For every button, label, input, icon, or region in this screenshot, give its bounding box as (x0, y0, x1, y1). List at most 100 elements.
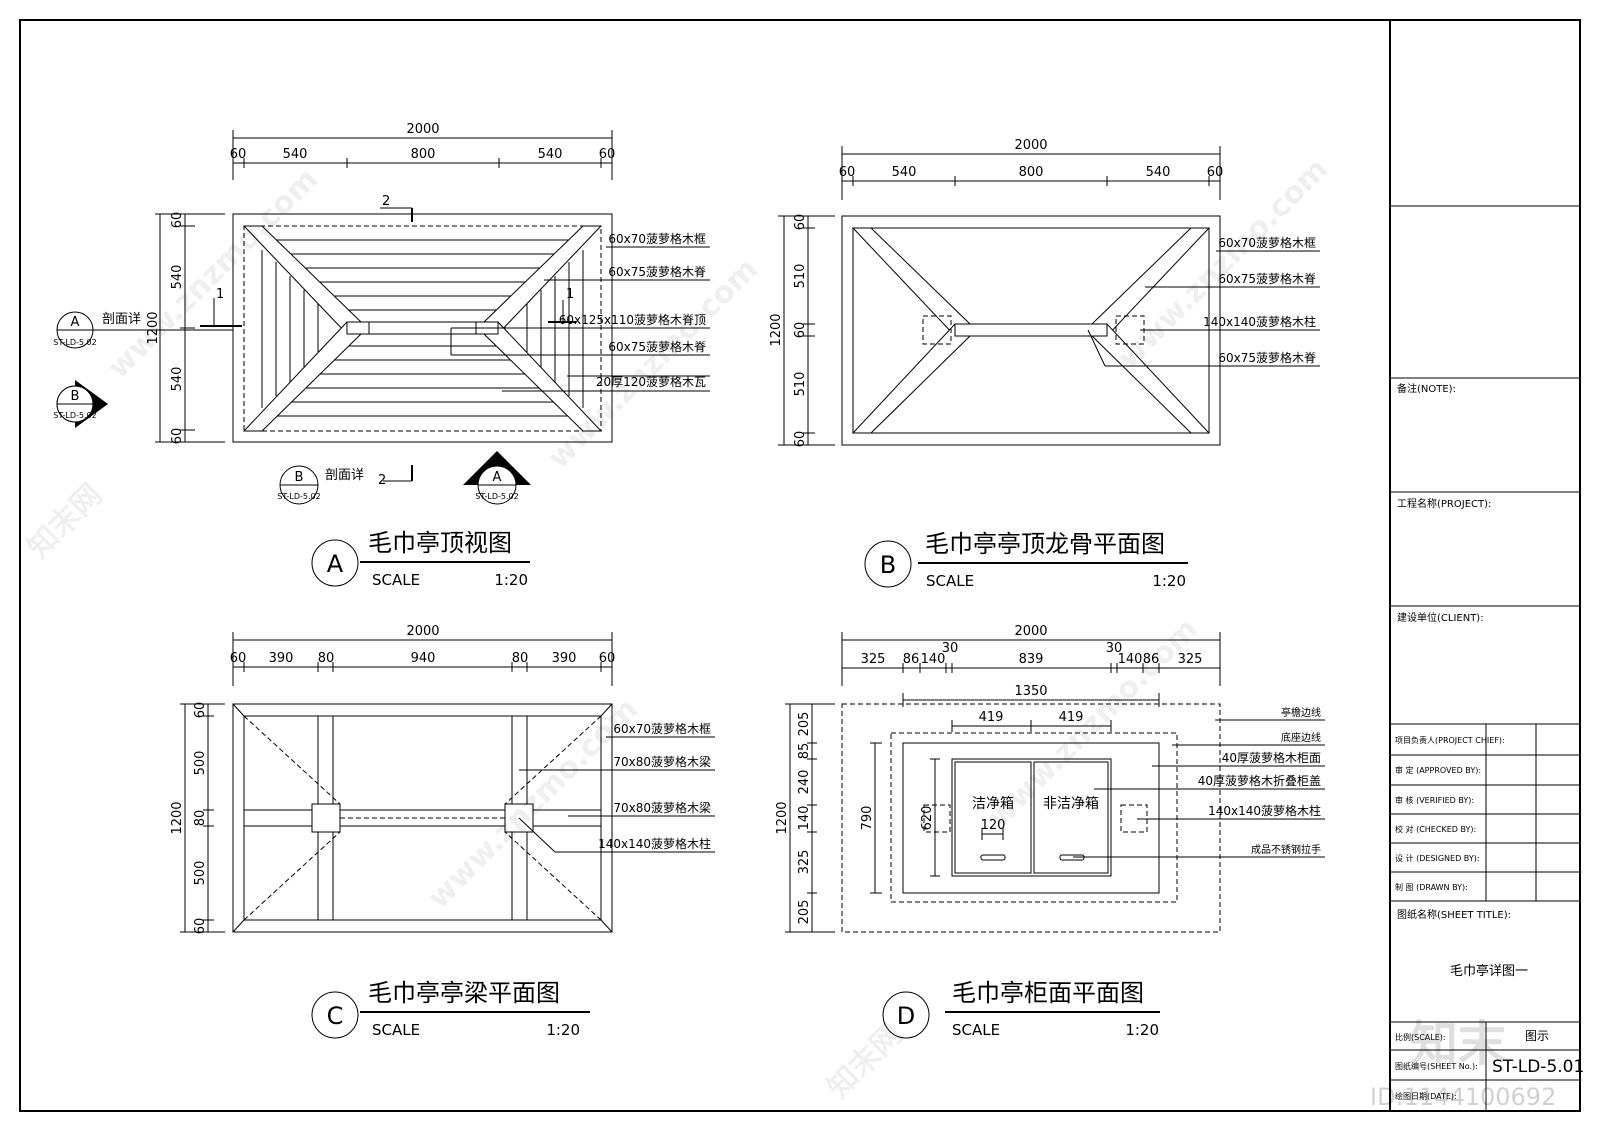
b-leaders (1087, 250, 1320, 367)
a-ref-a2-code: ST-LD-5.02 (475, 492, 518, 501)
c-label-2: 70x80菠萝格木梁 (613, 800, 711, 815)
c-top-total: 2000 (406, 624, 439, 639)
b-top-dim-3: 540 (1146, 165, 1171, 180)
tb-date-label: 绘图日期(DATE): (1395, 1091, 1457, 1101)
a-title: 毛巾亭顶视图 (368, 529, 512, 557)
d-label-5: 成品不锈钢拉手 (1251, 843, 1321, 856)
watermark-site-2: www.znzmo.com (541, 252, 765, 476)
tb-row-3: 校 对 (CHECKED BY): (1395, 824, 1476, 834)
c-label-0: 60x70菠萝格木框 (613, 721, 711, 736)
a-ref-a2-letter: A (493, 470, 502, 485)
b-label-3: 60x75菠萝格木脊 (1218, 350, 1316, 365)
d-top-dim-1: 86 (903, 652, 920, 667)
d-left-dim-2: 240 (797, 770, 812, 795)
a-ref-b-code: ST-LD-5.02 (53, 411, 96, 420)
d-label-0: 亭檐边线 (1281, 706, 1321, 719)
b-scale-value: 1:20 (1152, 572, 1186, 590)
c-top-dim-3: 940 (411, 651, 436, 666)
b-top-total: 2000 (1014, 138, 1047, 153)
d-left-dim-0: 205 (797, 712, 812, 737)
drawing-d: 2000 325 86 140 30 839 30 140 86 325 135… (775, 624, 1325, 1039)
d-left-dim-3: 140 (797, 806, 812, 831)
a-top-dim-0: 60 (230, 147, 247, 162)
d-marker-circle (882, 991, 930, 1039)
b-left-total: 1200 (769, 313, 784, 346)
d-post-left (923, 804, 951, 833)
tb-scale-label: 比例(SCALE): (1395, 1032, 1446, 1042)
a-ref-b-letter: B (71, 389, 80, 404)
d-inner-dim-1: 419 (1059, 710, 1084, 725)
d-inner-left2: 620 (920, 806, 935, 831)
d-left-dim-4: 325 (797, 850, 812, 875)
a-label-0: 60x70菠萝格木框 (608, 231, 706, 246)
c-top-dim-5: 390 (552, 651, 577, 666)
tb-row-5: 制 图 (DRAWN BY): (1395, 882, 1468, 892)
d-label-4: 140x140菠萝格木柱 (1208, 803, 1321, 818)
tb-project: 工程名称(PROJECT): (1397, 497, 1491, 510)
a-ref-a-code: ST-LD-5.02 (53, 338, 96, 347)
c-post-left (311, 803, 341, 833)
c-top-dim-1: 390 (269, 651, 294, 666)
watermark-site-3: www.znzmo.com (1111, 152, 1335, 376)
b-left-dim-2: 60 (793, 322, 808, 339)
d-scale-value: 1:20 (1125, 1021, 1159, 1039)
watermark-site-4: www.znzmo.com (421, 692, 645, 916)
d-handle-left (980, 854, 1006, 861)
b-left-dim-3: 510 (793, 372, 808, 397)
watermark-logo: 知末 (1410, 1016, 1506, 1072)
a-sec2-top: 2 (382, 194, 390, 209)
a-detail-text-1: 剖面详 (102, 312, 141, 327)
d-top-total: 2000 (1014, 624, 1047, 639)
d-scale-label: SCALE (952, 1021, 1000, 1039)
a-scale-label: SCALE (372, 571, 420, 589)
b-label-2: 140x140菠萝格木柱 (1203, 314, 1316, 329)
tb-sheet-title: 毛巾亭详图一 (1450, 963, 1528, 979)
c-top-dim-0: 60 (230, 651, 247, 666)
a-left-dim-4: 60 (170, 428, 185, 445)
d-top-dim-5: 30 (1106, 641, 1123, 656)
c-left-dim-1: 500 (193, 751, 208, 776)
b-label-0: 60x70菠萝格木框 (1218, 235, 1316, 250)
drawing-c: 2000 60 390 80 940 80 390 60 1200 60 500… (170, 624, 715, 1039)
watermark-id: ID:1144100692 (1370, 1083, 1556, 1111)
tb-row-4: 设 计 (DESIGNED BY): (1395, 853, 1480, 863)
b-top-dim-0: 60 (839, 165, 856, 180)
b-left-dim-1: 510 (793, 264, 808, 289)
b-left-dim-0: 60 (793, 214, 808, 231)
b-label-1: 60x75菠萝格木脊 (1218, 271, 1316, 286)
tb-note: 备注(NOTE): (1397, 382, 1456, 395)
a-left-dim-1: 540 (170, 265, 185, 290)
a-detail-text-2: 剖面详 (325, 468, 364, 483)
d-mid-dim: 1350 (1014, 684, 1047, 699)
d-base-line (890, 732, 1178, 903)
drawing-b: 2000 60 540 800 540 60 1200 60 510 60 51… (769, 138, 1320, 590)
a-top-dim-4: 60 (599, 147, 616, 162)
c-top-dim-2: 80 (318, 651, 335, 666)
a-ref-b2-letter: B (295, 470, 304, 485)
c-label-1: 70x80菠萝格木梁 (613, 754, 711, 769)
d-box-right: 非洁净箱 (1043, 796, 1099, 812)
tb-row-1: 审 定 (APPROVED BY): (1395, 765, 1481, 775)
tb-client: 建设单位(CLIENT): (1397, 611, 1484, 624)
b-marker-circle (864, 540, 912, 588)
watermark-brand-2: 知末网 (821, 1017, 909, 1105)
a-ref-a-letter: A (71, 315, 80, 330)
d-top-dim-6: 140 (1118, 652, 1143, 667)
tb-row-0: 项目负责人(PROJECT CHIEF): (1395, 735, 1505, 745)
c-scale-value: 1:20 (546, 1021, 580, 1039)
b-marker: B (880, 551, 896, 579)
c-left-dim-3: 500 (193, 861, 208, 886)
a-label-2: 60x125x110菠萝格木脊顶 (559, 312, 706, 327)
d-top-dim-8: 325 (1178, 652, 1203, 667)
d-marker: D (897, 1002, 915, 1030)
a-top-dim-2: 800 (411, 147, 436, 162)
c-scale-label: SCALE (372, 1021, 420, 1039)
c-outer-frame (232, 703, 613, 933)
a-sec1-right: 1 (566, 287, 574, 302)
d-top-dim-3: 30 (942, 641, 959, 656)
d-cabinet-lid (951, 758, 1112, 877)
d-top-dim-2: 140 (921, 652, 946, 667)
d-inner-dim-0: 419 (979, 710, 1004, 725)
c-top-dim-6: 60 (599, 651, 616, 666)
